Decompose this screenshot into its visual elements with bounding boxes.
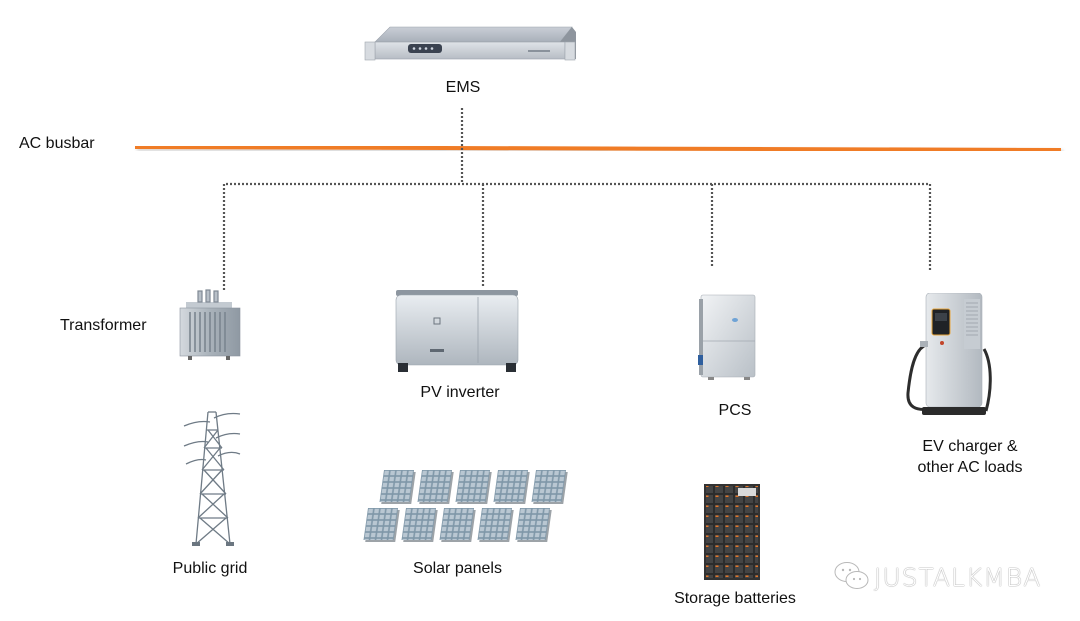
ev-charger-label-line2: other AC loads — [917, 459, 1023, 476]
wechat-icon — [834, 562, 869, 589]
pcs-label: PCS — [718, 402, 752, 419]
solar-panels-label: Solar panels — [413, 560, 502, 577]
rack-server-icon — [364, 26, 576, 61]
solar-panel-row-bottom — [363, 508, 552, 542]
pcs-unit-icon — [698, 294, 756, 380]
solar-panel-array-icon — [363, 470, 568, 542]
solar-panel-row-top — [379, 470, 568, 504]
watermark-text: JUSTALKMBA — [874, 563, 1042, 592]
storage-batteries-label: Storage batteries — [674, 590, 796, 607]
ev-charger-label-line1: EV charger & — [922, 438, 1018, 455]
inverter-cabinet-icon — [395, 290, 519, 372]
transformer-label: Transformer — [60, 317, 147, 334]
pv-inverter-label: PV inverter — [420, 384, 500, 401]
comm-bus-line — [222, 182, 932, 290]
public-grid-label: Public grid — [172, 560, 248, 577]
ev-charger-icon — [906, 293, 992, 415]
transmission-tower-icon — [183, 411, 241, 546]
ac-busbar-label: AC busbar — [19, 135, 95, 152]
battery-rack-icon — [704, 484, 760, 580]
transformer-icon — [179, 289, 241, 360]
ac-busbar-line — [134, 145, 1062, 152]
ems-label: EMS — [445, 79, 481, 96]
